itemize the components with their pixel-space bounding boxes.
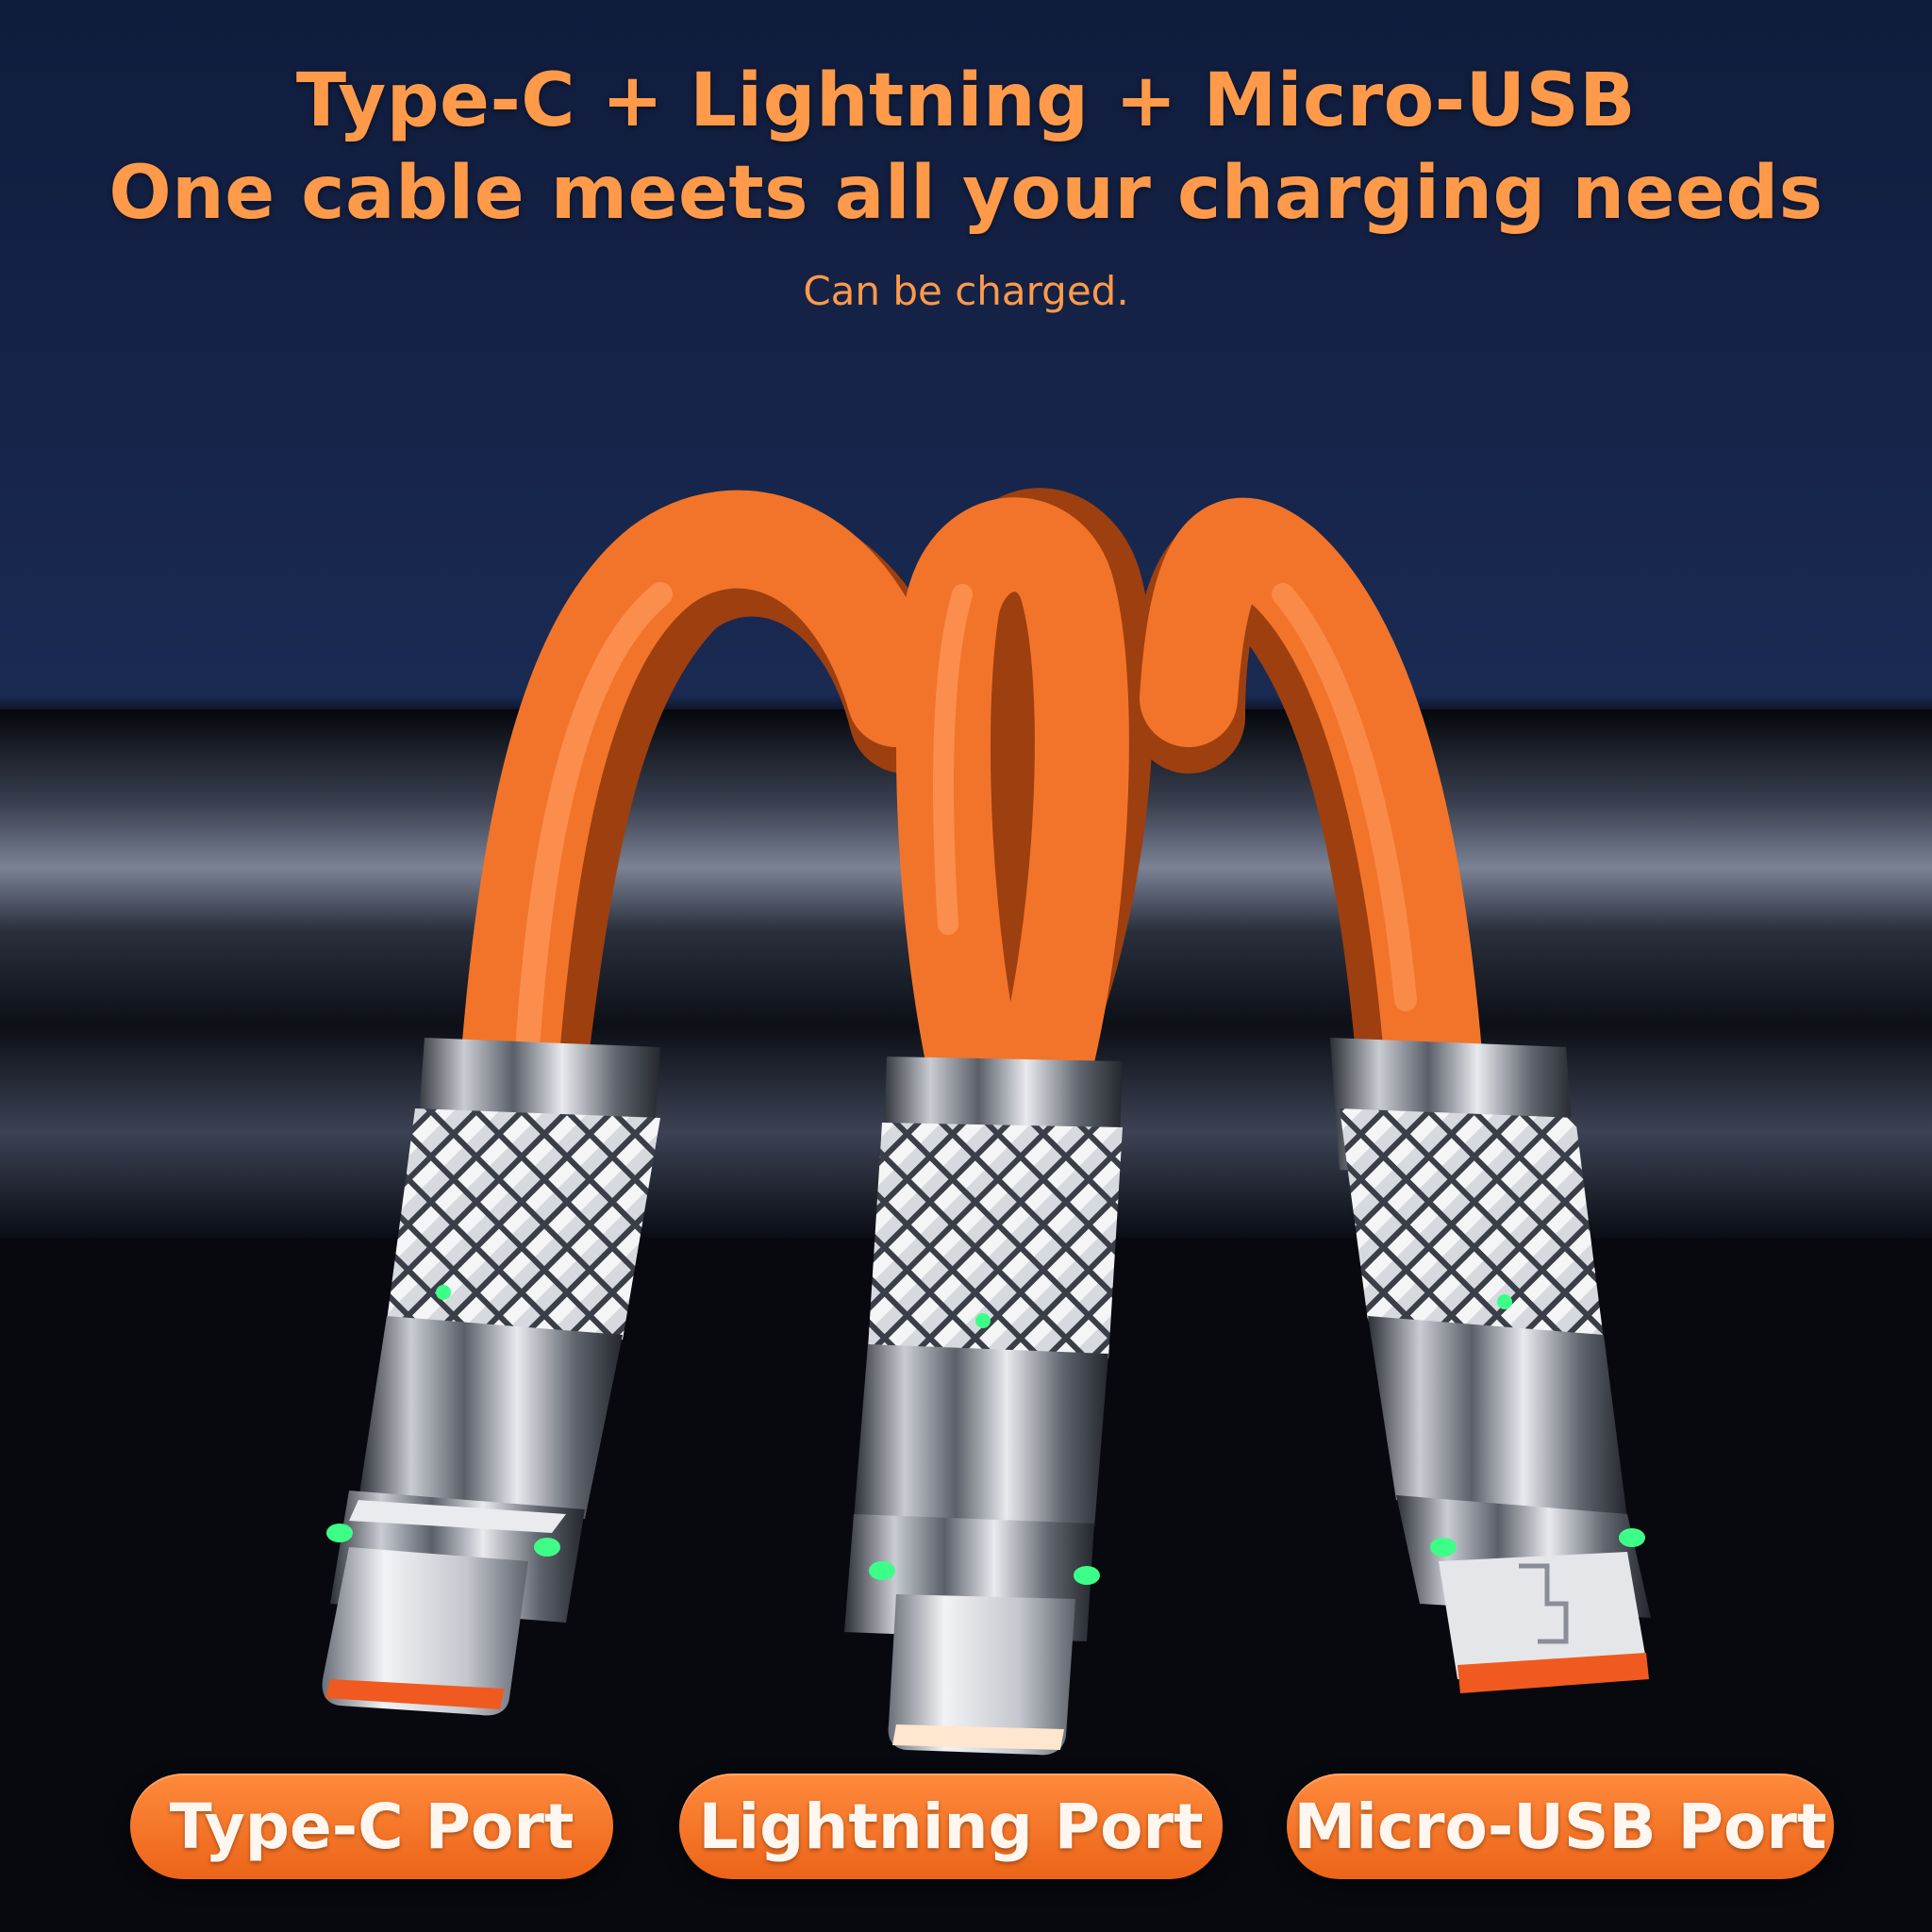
micro-usb-port-label: Micro-USB Port	[1287, 1774, 1834, 1879]
lightning-connector	[844, 1057, 1123, 1756]
headline-line-2: One cable meets all your charging needs	[108, 151, 1824, 236]
type-c-connector	[322, 1038, 660, 1716]
lightning-cable	[896, 488, 1154, 1141]
headline-line-1: Type-C + Lightning + Micro-USB	[295, 58, 1637, 143]
lightning-port-label: Lightning Port	[679, 1774, 1223, 1879]
type-c-port-label: Type-C Port	[130, 1774, 613, 1879]
type-c-cable	[460, 490, 962, 1141]
micro-usb-connector	[1330, 1038, 1651, 1693]
micro-usb-cable	[1132, 497, 1483, 1141]
subtitle: Can be charged.	[803, 268, 1129, 314]
